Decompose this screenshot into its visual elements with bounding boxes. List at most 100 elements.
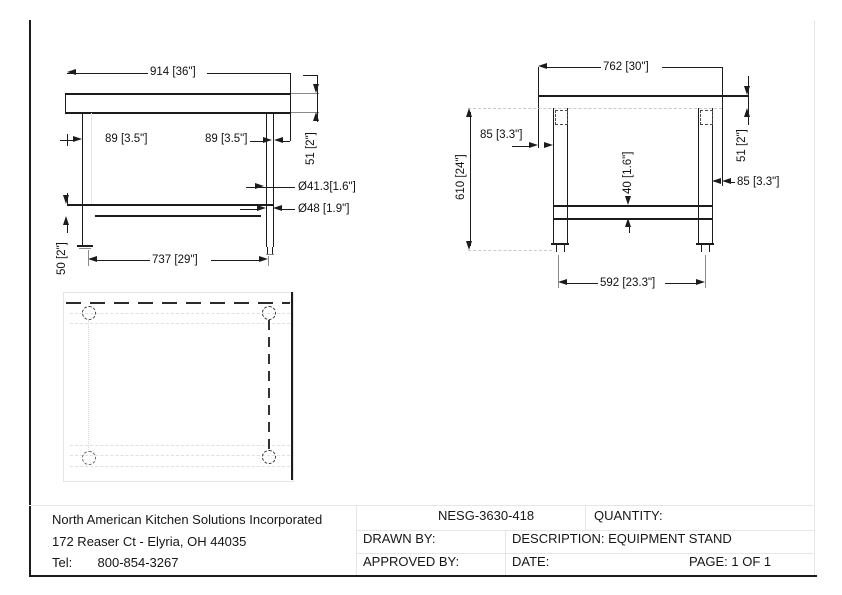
hidden-edge xyxy=(66,302,290,304)
undershelf-bottom-edge xyxy=(95,215,261,217)
ext-line xyxy=(290,73,291,141)
dim-label-top-thickness: 51 [2"] xyxy=(735,127,749,164)
right-foot xyxy=(272,247,273,254)
dim-line xyxy=(731,182,735,183)
arrowhead xyxy=(466,241,472,250)
model-number: NESG-3630-418 xyxy=(438,508,535,523)
hidden-edge-light xyxy=(70,323,290,324)
arrowhead xyxy=(73,136,82,142)
arrowhead xyxy=(744,108,750,117)
approved-by-label: APPROVED BY: xyxy=(363,554,460,569)
arrowhead xyxy=(625,196,631,205)
hidden-edge-light xyxy=(70,313,290,314)
hidden-edge xyxy=(268,320,270,449)
undershelf-bottom-edge xyxy=(553,218,713,220)
arrowhead xyxy=(625,218,631,227)
dim-line xyxy=(207,73,290,74)
page-border-right xyxy=(814,20,815,576)
left-leg-edge xyxy=(91,113,92,204)
ext-line xyxy=(558,255,559,288)
arrowhead xyxy=(313,84,319,93)
left-foot xyxy=(79,248,91,249)
hidden-edge-light xyxy=(70,455,290,456)
dim-line xyxy=(470,112,471,246)
leader-line xyxy=(246,187,295,188)
dim-line xyxy=(545,67,601,68)
dim-line xyxy=(97,260,150,261)
arrowhead xyxy=(273,205,282,211)
arrowhead xyxy=(88,256,97,262)
tabletop-right-edge xyxy=(291,292,293,480)
right-leg xyxy=(712,108,713,243)
arrowhead xyxy=(63,195,69,204)
hidden-edge-light xyxy=(70,466,290,467)
dim-line xyxy=(67,73,150,74)
tabletop-top-edge xyxy=(538,95,749,97)
page-border-bottom xyxy=(29,575,817,577)
quantity-label: QUANTITY: xyxy=(594,508,663,523)
leg-socket-hidden xyxy=(555,110,568,125)
arrowhead xyxy=(722,178,731,184)
dim-line xyxy=(211,260,259,261)
arrowhead xyxy=(274,137,283,143)
title-block-line xyxy=(356,553,815,554)
company-name: North American Kitchen Solutions Incorpo… xyxy=(52,512,323,527)
hidden-edge-light xyxy=(70,445,290,446)
right-leg xyxy=(266,113,267,247)
dim-line xyxy=(629,227,630,233)
left-foot xyxy=(77,245,93,247)
left-leg xyxy=(567,108,568,243)
dim-label-shelf-thickness: 40 [1.6"] xyxy=(621,149,635,196)
arrowhead xyxy=(538,63,547,69)
dim-label-right-inset: 89 [3.5"] xyxy=(203,132,250,146)
dim-line xyxy=(665,283,696,284)
ext-line xyxy=(88,250,89,266)
date-label: DATE: xyxy=(512,554,550,569)
right-leg xyxy=(698,108,699,243)
dim-label-left-inset: 85 [3.3"] xyxy=(478,128,525,142)
arrowhead xyxy=(558,279,567,285)
ext-line xyxy=(303,75,317,76)
ext-line xyxy=(468,250,552,251)
description-label: DESCRIPTION: EQUIPMENT STAND xyxy=(512,531,732,546)
undershelf-top-edge xyxy=(67,204,273,206)
arrowhead xyxy=(712,178,721,184)
ext-line xyxy=(722,67,723,186)
ext-line xyxy=(67,134,68,146)
dim-label-top-width: 914 [36"] xyxy=(148,65,198,79)
dim-line xyxy=(250,141,263,142)
arrowhead xyxy=(696,279,705,285)
dim-label-overall-height: 610 [24"] xyxy=(454,152,468,202)
ext-line xyxy=(538,67,539,148)
arrowhead xyxy=(529,142,538,148)
dim-line xyxy=(317,75,318,122)
dim-line xyxy=(567,283,598,284)
page-border-left xyxy=(29,20,31,576)
dim-label-top-thickness: 51 [2"] xyxy=(304,130,318,167)
ext-line xyxy=(291,112,319,113)
tabletop-bottom-edge xyxy=(65,112,291,114)
left-foot xyxy=(556,244,557,252)
arrowhead xyxy=(313,112,319,121)
arrowhead xyxy=(63,216,69,225)
arrowhead xyxy=(255,183,264,189)
dim-label-left-inset: 89 [3.5"] xyxy=(103,132,150,146)
dim-label-tube-dia-lower: Ø48 [1.9"] xyxy=(296,202,352,216)
tabletop-outline xyxy=(63,292,294,482)
title-block-line xyxy=(356,505,357,575)
arrowhead xyxy=(544,142,553,148)
right-foot xyxy=(696,243,714,245)
tabletop-top-edge xyxy=(65,93,291,95)
dim-line xyxy=(662,67,722,68)
left-foot xyxy=(551,243,569,245)
dim-line xyxy=(282,141,290,142)
tabletop-left-edge xyxy=(65,93,66,113)
left-leg xyxy=(553,108,554,243)
ext-line xyxy=(291,93,319,94)
ext-line xyxy=(268,256,269,266)
leg-hidden-circle xyxy=(262,450,276,464)
arrowhead xyxy=(466,108,472,117)
dim-label-leg-spacing: 592 [23.3"] xyxy=(598,276,658,290)
leader-line xyxy=(240,209,258,210)
title-block-line xyxy=(505,530,506,575)
